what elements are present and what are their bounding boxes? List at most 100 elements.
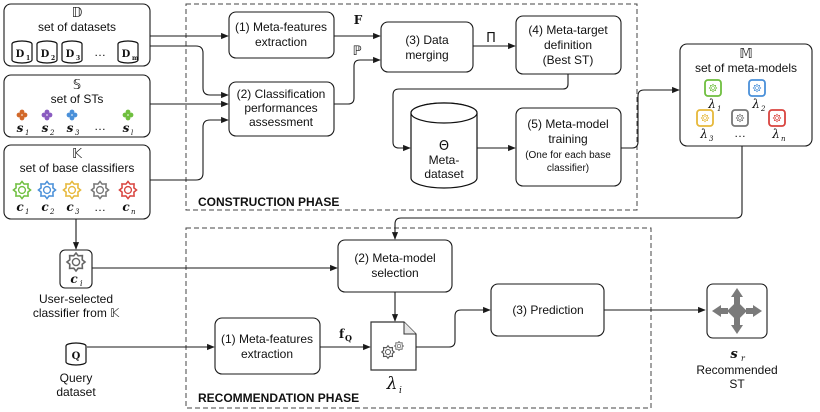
selected-metamodel: λ i bbox=[370, 321, 417, 396]
construction-step2: (2) Classification performances assessme… bbox=[228, 81, 335, 137]
svg-text:training: training bbox=[548, 132, 587, 146]
user-classifier: c i User-selected classifier from 𝕂 bbox=[33, 249, 120, 320]
svg-text:1: 1 bbox=[717, 105, 721, 113]
recommendation-step1: (1) Meta-features extraction bbox=[214, 317, 321, 375]
svg-text:Query: Query bbox=[60, 371, 93, 385]
svg-text:2: 2 bbox=[49, 129, 55, 137]
label-F: F bbox=[354, 13, 363, 27]
svg-text:definition: definition bbox=[544, 38, 592, 52]
metamodels-symbol: 𝕄 bbox=[739, 47, 752, 62]
svg-text:extraction: extraction bbox=[255, 35, 307, 49]
svg-text:D: D bbox=[41, 49, 50, 60]
svg-text:(2) Meta-model: (2) Meta-model bbox=[354, 251, 435, 265]
svg-text:User-selected: User-selected bbox=[39, 292, 113, 306]
svg-text:assessment: assessment bbox=[249, 115, 314, 129]
datasets-title: set of datasets bbox=[38, 20, 116, 34]
metamodel-icon-4: … bbox=[731, 109, 749, 140]
construction-step1: (1) Meta-features extraction bbox=[228, 11, 335, 59]
svg-text:(Best ST): (Best ST) bbox=[543, 53, 594, 67]
svg-text:…: … bbox=[734, 126, 746, 140]
svg-text:i: i bbox=[80, 279, 83, 288]
arrow-metamodel-prediction bbox=[416, 306, 491, 348]
svg-text:1: 1 bbox=[25, 129, 29, 137]
svg-text:(1) Meta-features: (1) Meta-features bbox=[221, 332, 313, 346]
svg-text:(2) Classification: (2) Classification bbox=[237, 87, 326, 101]
svg-text:…: … bbox=[94, 200, 106, 214]
svg-text:λ: λ bbox=[699, 127, 708, 141]
svg-text:(1) Meta-features: (1) Meta-features bbox=[235, 20, 327, 34]
construction-phase-frame bbox=[185, 3, 638, 211]
label-fQ-sub: Q bbox=[345, 333, 352, 343]
svg-text:2: 2 bbox=[760, 105, 766, 113]
svg-text:Q: Q bbox=[72, 351, 81, 362]
svg-text:λ: λ bbox=[386, 374, 398, 394]
svg-text:dataset: dataset bbox=[424, 167, 464, 181]
svg-text:n: n bbox=[131, 208, 136, 216]
svg-text:extraction: extraction bbox=[241, 347, 293, 361]
svg-text:s: s bbox=[17, 121, 24, 135]
arrow-classifiers-step2 bbox=[150, 116, 229, 181]
label-fQ: f bbox=[339, 327, 345, 341]
svg-text:c: c bbox=[41, 200, 49, 214]
svg-text:selection: selection bbox=[371, 266, 418, 280]
construction-step5: (5) Meta-model training (One for each ba… bbox=[515, 107, 622, 187]
metamodels-title: set of meta-models bbox=[695, 61, 797, 75]
svg-text:3: 3 bbox=[709, 135, 714, 143]
svg-text:3: 3 bbox=[75, 208, 80, 216]
svg-text:merging: merging bbox=[405, 48, 448, 62]
arrow-metamodels-selection bbox=[391, 146, 743, 240]
svg-text:λ: λ bbox=[771, 127, 780, 141]
svg-text:1: 1 bbox=[25, 208, 29, 216]
classifier-icon-4: … bbox=[90, 180, 110, 214]
arrow-step5-metamodels bbox=[621, 86, 680, 149]
svg-text:c: c bbox=[122, 200, 130, 214]
svg-text:D: D bbox=[16, 49, 25, 60]
svg-text:Meta-: Meta- bbox=[429, 153, 460, 167]
svg-text:c: c bbox=[66, 200, 74, 214]
svg-text:c: c bbox=[70, 272, 78, 286]
svg-text:(3) Data: (3) Data bbox=[405, 33, 449, 47]
svg-text:(5) Meta-model: (5) Meta-model bbox=[527, 117, 608, 131]
datasets-symbol: 𝔻 bbox=[72, 6, 83, 21]
arrow-step2-step3 bbox=[334, 56, 381, 105]
svg-text:dataset: dataset bbox=[56, 385, 96, 399]
svg-text:performances: performances bbox=[244, 101, 317, 115]
svg-text:2: 2 bbox=[51, 55, 55, 62]
svg-text:2: 2 bbox=[49, 208, 55, 216]
query-dataset: Q Query dataset bbox=[56, 342, 96, 399]
svg-text:λ: λ bbox=[707, 97, 716, 111]
svg-text:c: c bbox=[16, 200, 24, 214]
svg-text:1: 1 bbox=[26, 55, 30, 62]
recommended-st: s r Recommended ST bbox=[696, 283, 778, 391]
svg-text:s: s bbox=[42, 121, 49, 135]
svg-text:ST: ST bbox=[729, 377, 745, 391]
svg-text:m: m bbox=[132, 55, 139, 62]
svg-text:n: n bbox=[781, 135, 786, 143]
svg-text:s: s bbox=[730, 347, 738, 362]
svg-text:i: i bbox=[399, 386, 402, 396]
recommendation-phase-label: RECOMMENDATION PHASE bbox=[198, 391, 359, 405]
arrow-datasets-step2 bbox=[150, 45, 229, 99]
label-P: ℙ bbox=[352, 44, 361, 59]
svg-text:(One for each base: (One for each base bbox=[525, 150, 611, 161]
classifiers-title: set of base classifiers bbox=[20, 161, 135, 175]
recommendation-phase-frame bbox=[185, 227, 652, 409]
sts-title: set of STs bbox=[51, 92, 104, 106]
svg-text:classifier from 𝕂: classifier from 𝕂 bbox=[33, 306, 120, 320]
